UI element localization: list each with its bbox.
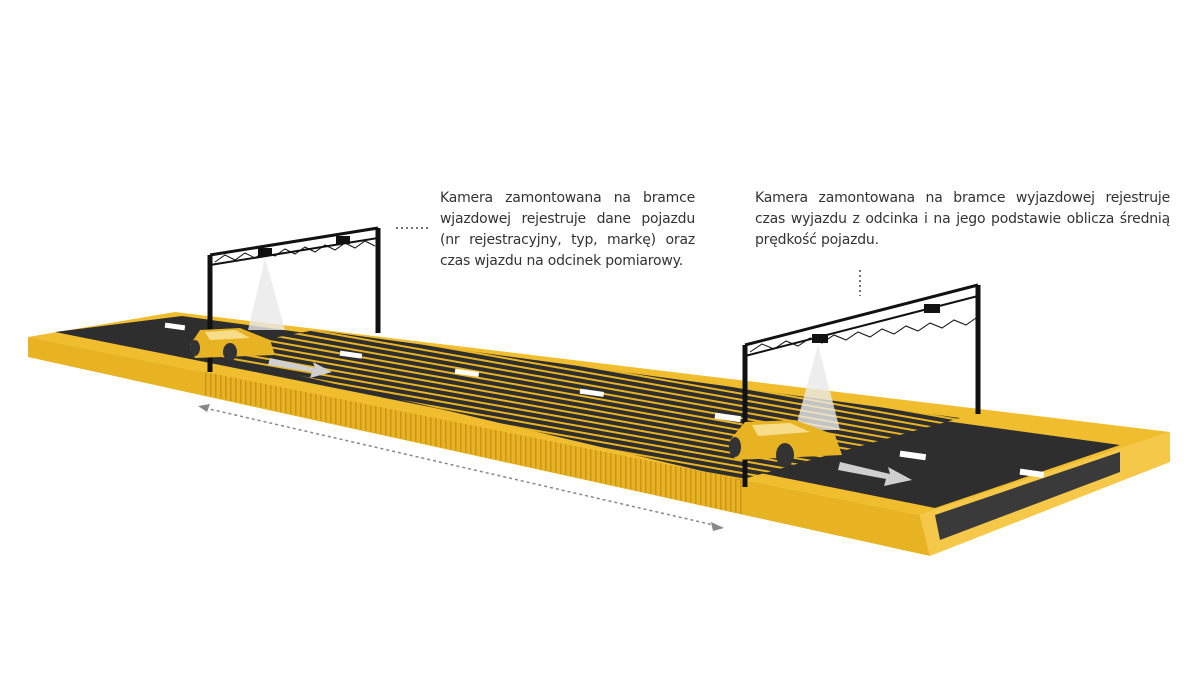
exit-camera-caption: Kamera zamontowana na bramce wyjazdowej … (755, 190, 1170, 248)
entry-camera-caption: Kamera zamontowana na bramce wjazdowej r… (440, 190, 695, 269)
direction-arrow-icon (268, 358, 332, 378)
camera-beam-icon (248, 258, 285, 330)
camera-icon (336, 236, 350, 244)
lane-markings (164, 322, 1045, 478)
direction-arrow-icon (838, 462, 912, 486)
exit-gantry (742, 283, 981, 487)
measured-distance-arrow (198, 404, 724, 531)
entry-gantry (207, 226, 381, 372)
measured-section-front-face (205, 372, 745, 515)
car-entering (190, 328, 332, 378)
road-end-asphalt (935, 452, 1120, 540)
camera-icon (258, 248, 272, 256)
camera-icon (924, 304, 940, 313)
camera-beam-icon (795, 345, 840, 430)
camera-icon (812, 334, 828, 343)
car-exiting (729, 420, 912, 486)
